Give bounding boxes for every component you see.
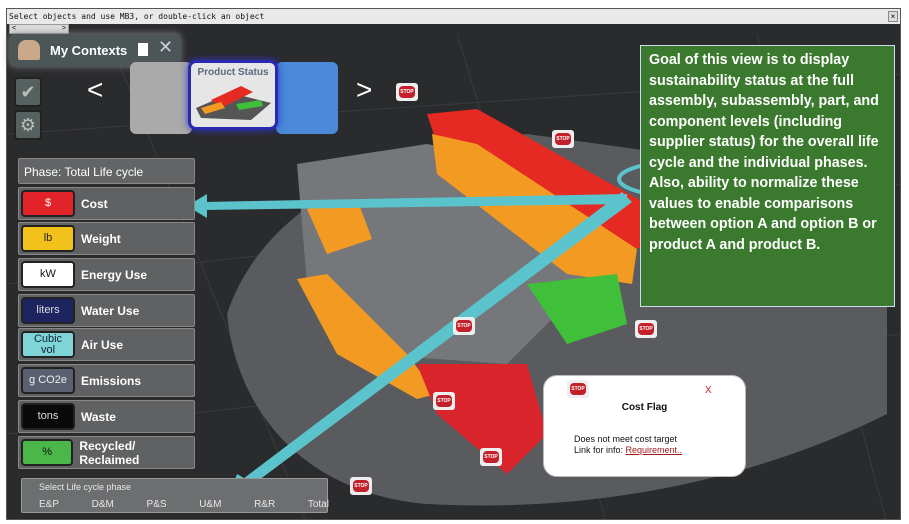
- part-red-lower: [417, 364, 547, 474]
- metric-row[interactable]: %Recycled/ Reclaimed: [18, 436, 195, 469]
- part-orange-rail: [432, 134, 637, 284]
- phase-um[interactable]: U&M: [199, 499, 222, 510]
- metric-label: Cost: [81, 196, 108, 211]
- phase-selector[interactable]: Phase: Total Life cycle: [18, 158, 195, 184]
- checkmark-button[interactable]: ✔: [14, 77, 42, 107]
- close-window-button[interactable]: ×: [888, 11, 898, 22]
- requirement-link[interactable]: Requirement..: [625, 445, 683, 455]
- metric-row[interactable]: g CO2e Emissions: [18, 364, 195, 397]
- part-green: [527, 274, 627, 344]
- stop-flag-icon[interactable]: STOP: [396, 83, 418, 101]
- popup-title: Cost Flag: [621, 402, 668, 413]
- metric-swatch[interactable]: Cubic vol: [21, 331, 75, 358]
- product-thumb-image: [196, 86, 271, 120]
- metric-label: Waste: [81, 409, 116, 424]
- context-thumb-left[interactable]: [130, 62, 192, 134]
- my-contexts-panel[interactable]: My Contexts ✕: [10, 34, 180, 66]
- metric-label: Air Use: [81, 337, 124, 352]
- metric-label: Emissions: [81, 373, 142, 388]
- metric-row[interactable]: liters Water Use: [18, 294, 195, 327]
- phase-rr[interactable]: R&R: [254, 499, 276, 510]
- metric-label: Water Use: [81, 303, 140, 318]
- metric-row[interactable]: tons Waste: [18, 400, 195, 433]
- status-bar: Select objects and use MB3, or double-cl…: [7, 9, 900, 24]
- metric-label: Weight: [81, 231, 121, 246]
- metric-swatch[interactable]: $: [21, 190, 75, 217]
- arrow-to-phase: [203, 194, 627, 210]
- context-thumb-right[interactable]: [276, 62, 338, 134]
- carousel-next-button[interactable]: >: [356, 74, 373, 105]
- settings-button[interactable]: ⚙: [14, 110, 42, 140]
- part-red-rail: [427, 109, 647, 249]
- stop-flag-icon[interactable]: STOP: [453, 317, 475, 335]
- stop-flag-icon[interactable]: STOP: [433, 392, 455, 410]
- metric-swatch[interactable]: tons: [21, 403, 75, 430]
- arrow-to-lifecycle: [239, 192, 632, 489]
- stop-icon: STOP: [567, 380, 589, 398]
- carousel-prev-button[interactable]: <: [87, 74, 104, 105]
- context-thumb-product-status[interactable]: Product Status: [188, 60, 278, 130]
- metric-swatch[interactable]: lb: [21, 225, 75, 252]
- metric-swatch[interactable]: g CO2e: [21, 367, 75, 394]
- context-title: Product Status: [197, 67, 269, 78]
- stop-flag-icon[interactable]: STOP: [552, 130, 574, 148]
- metric-swatch[interactable]: liters: [21, 297, 75, 324]
- cost-flag-popup: STOP X Cost Flag Does not meet cost targ…: [543, 375, 746, 477]
- metric-row[interactable]: Cubic vol Air Use: [18, 328, 195, 361]
- metric-row[interactable]: $ Cost: [18, 187, 195, 220]
- contexts-icon: [18, 40, 40, 60]
- document-icon[interactable]: [138, 43, 148, 56]
- metric-label: Energy Use: [81, 267, 148, 282]
- metric-row[interactable]: lb Weight: [18, 222, 195, 255]
- arrowhead: [187, 194, 207, 218]
- contexts-title: My Contexts: [50, 42, 128, 58]
- goal-annotation: Goal of this view is to display sustaina…: [640, 45, 895, 307]
- metric-swatch[interactable]: %: [21, 439, 74, 466]
- close-icon[interactable]: ✕: [158, 37, 174, 57]
- stop-flag-icon[interactable]: STOP: [635, 320, 657, 338]
- link-prefix: Link for info:: [574, 445, 626, 455]
- phase-total[interactable]: Total: [307, 499, 329, 510]
- stop-flag-icon[interactable]: STOP: [350, 477, 372, 495]
- part-orange-box: [307, 199, 372, 254]
- phase-dm[interactable]: D&M: [91, 499, 114, 510]
- metric-swatch[interactable]: kW: [21, 261, 75, 288]
- metric-label: Recycled/ Reclaimed: [79, 438, 140, 467]
- popup-message: Does not meet cost target: [574, 434, 678, 444]
- phase-ps[interactable]: P&S: [146, 499, 167, 510]
- metric-row[interactable]: kW Energy Use: [18, 258, 195, 291]
- horizontal-scrollbar[interactable]: <>: [9, 24, 69, 34]
- lifecycle-phase-selector[interactable]: Select Life cycle phase E&P D&M P&S U&M …: [21, 478, 329, 513]
- stop-flag-icon[interactable]: STOP: [480, 448, 502, 466]
- lifecycle-title: Select Life cycle phase: [39, 482, 132, 492]
- popup-close-button[interactable]: X: [705, 385, 712, 396]
- phase-ep[interactable]: E&P: [39, 499, 60, 510]
